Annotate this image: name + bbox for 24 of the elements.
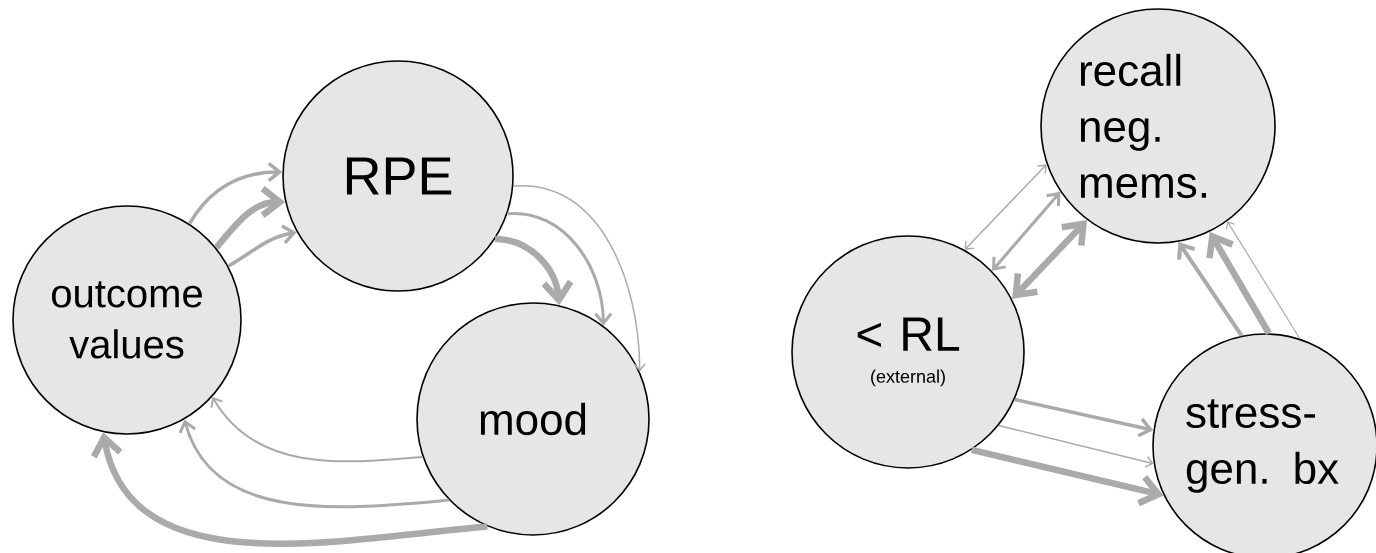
arrow — [1014, 397, 1154, 438]
arrow — [998, 424, 1154, 468]
arrow — [213, 186, 286, 250]
arrow — [1177, 242, 1244, 337]
arrow — [992, 191, 1061, 271]
arrow — [1012, 220, 1088, 299]
circle-node: mood — [416, 302, 650, 536]
arrow — [970, 446, 1164, 507]
circle-node: recall neg. mems. — [1040, 8, 1276, 244]
arrow — [494, 235, 574, 306]
arrow — [178, 419, 450, 509]
circle-node: outcome values — [12, 205, 242, 435]
arrow — [1206, 231, 1272, 335]
arrow — [210, 396, 424, 463]
arrow — [507, 212, 613, 326]
arrow — [964, 164, 1047, 250]
circle-node: stress-gen. bx — [1152, 333, 1376, 553]
circle-node: < RL (external) — [791, 235, 1025, 469]
arrow — [512, 185, 646, 372]
arrow — [91, 432, 488, 547]
arrow — [188, 162, 283, 225]
circle-node: RPE — [282, 60, 514, 292]
arrow — [1225, 221, 1301, 340]
arrow — [227, 224, 297, 268]
